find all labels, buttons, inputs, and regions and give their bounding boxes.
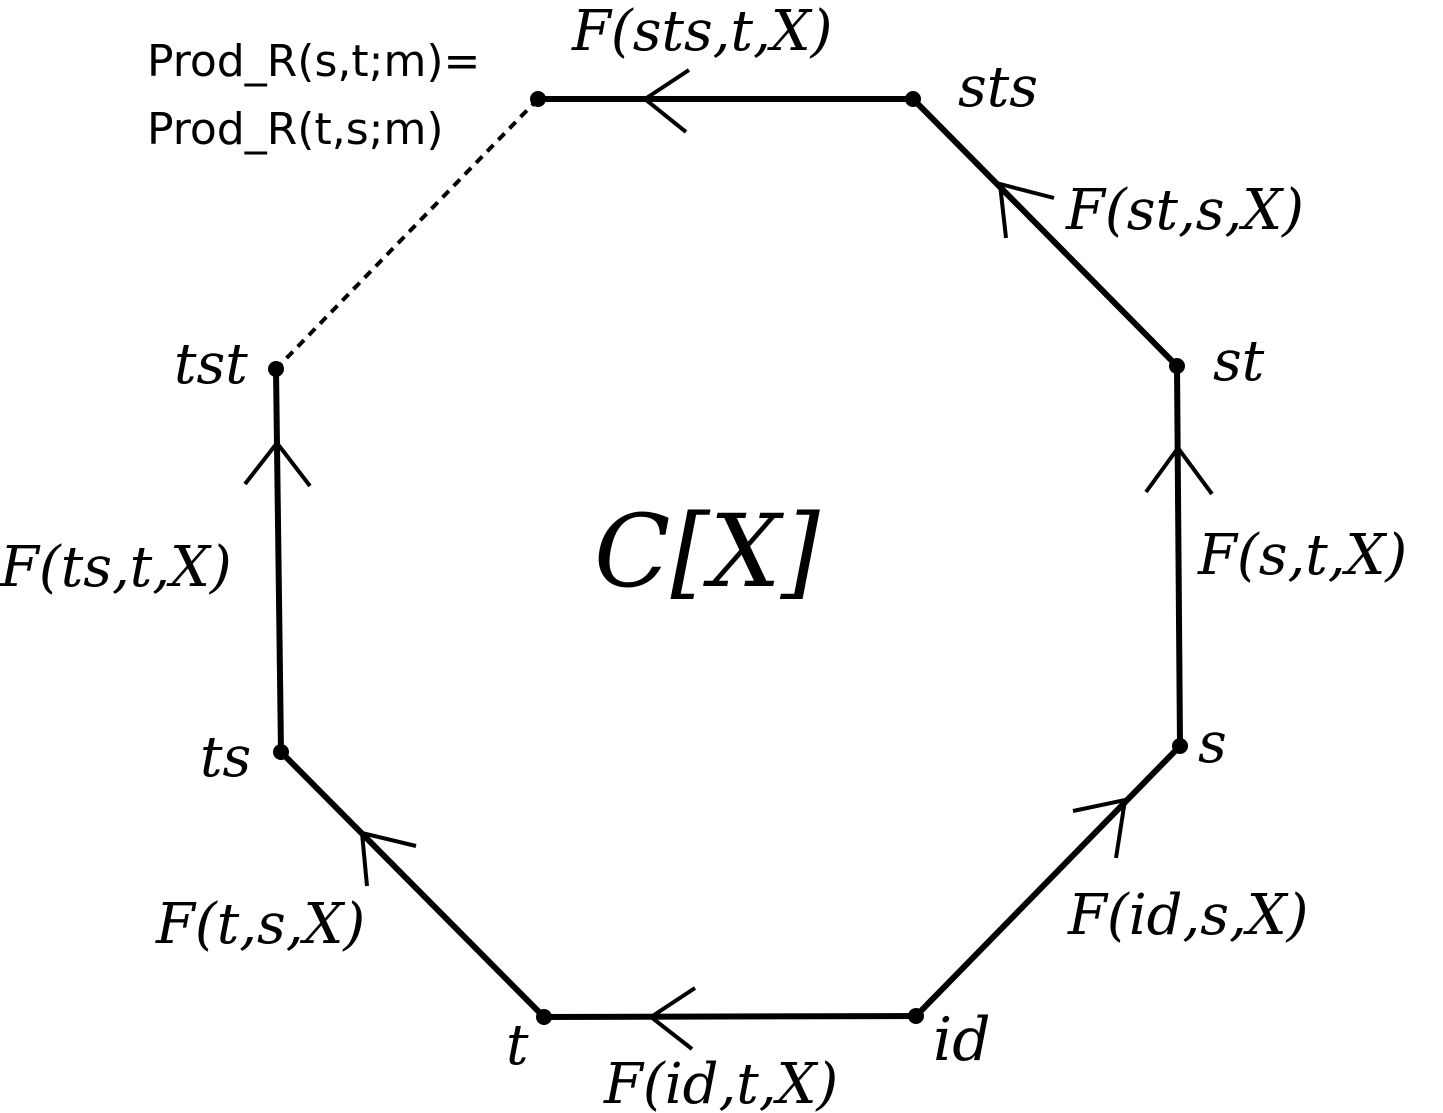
edge-label-s-st: F(s,t,X) [1197,523,1407,588]
edge-ts-tst [273,366,284,755]
arrowhead-ts-tst [243,439,312,488]
vertex-dot-ts [273,744,289,760]
relation-label-line2: Prod_R(t,s;m) [147,104,443,155]
edge-label-t-ts: F(t,s,X) [155,892,365,957]
edge-label-st-sts: F(st,s,X) [1065,178,1304,243]
arrowhead-t-ts [359,830,417,887]
vertex-dot-id [908,1008,924,1024]
vertex-label-id: id [933,1005,991,1075]
vertex-label-ts: ts [200,725,251,790]
vertex-label-s: s [1198,711,1227,776]
relation-label-line1: Prod_R(s,t;m)= [147,36,480,87]
vertex-dot-sts [905,91,921,107]
arrowhead-s-st [1144,444,1214,496]
edge-id-s [913,743,1183,1019]
edge-id-t [541,1013,919,1020]
arrowhead-id-t [647,986,697,1051]
edge-label-ts-tst: F(ts,t,X) [0,535,232,600]
arrowhead-st-sts [997,181,1055,239]
edge-label-id-t: F(id,t,X) [603,1052,838,1113]
vertex-dot-t [536,1009,552,1025]
arrowhead-sts-top [641,68,691,134]
vertex-dot-top [530,91,546,107]
vertex-label-tst: tst [174,332,248,397]
edge-s-st [1174,363,1183,749]
vertex-dot-st [1169,358,1185,374]
edge-label-id-s: F(id,s,X) [1067,883,1309,948]
vertex-dot-tst [268,361,284,377]
edge-st-sts [910,96,1180,369]
vertex-label-st: st [1213,329,1265,394]
vertex-dot-s [1172,738,1188,754]
vertex-label-sts: sts [958,55,1038,120]
edge-t-ts [278,749,547,1020]
center-label: C[X] [594,493,821,610]
vertex-label-t: t [506,1013,529,1078]
edge-label-sts-top: F(sts,t,X) [571,0,833,64]
arrowhead-id-s [1072,797,1128,859]
